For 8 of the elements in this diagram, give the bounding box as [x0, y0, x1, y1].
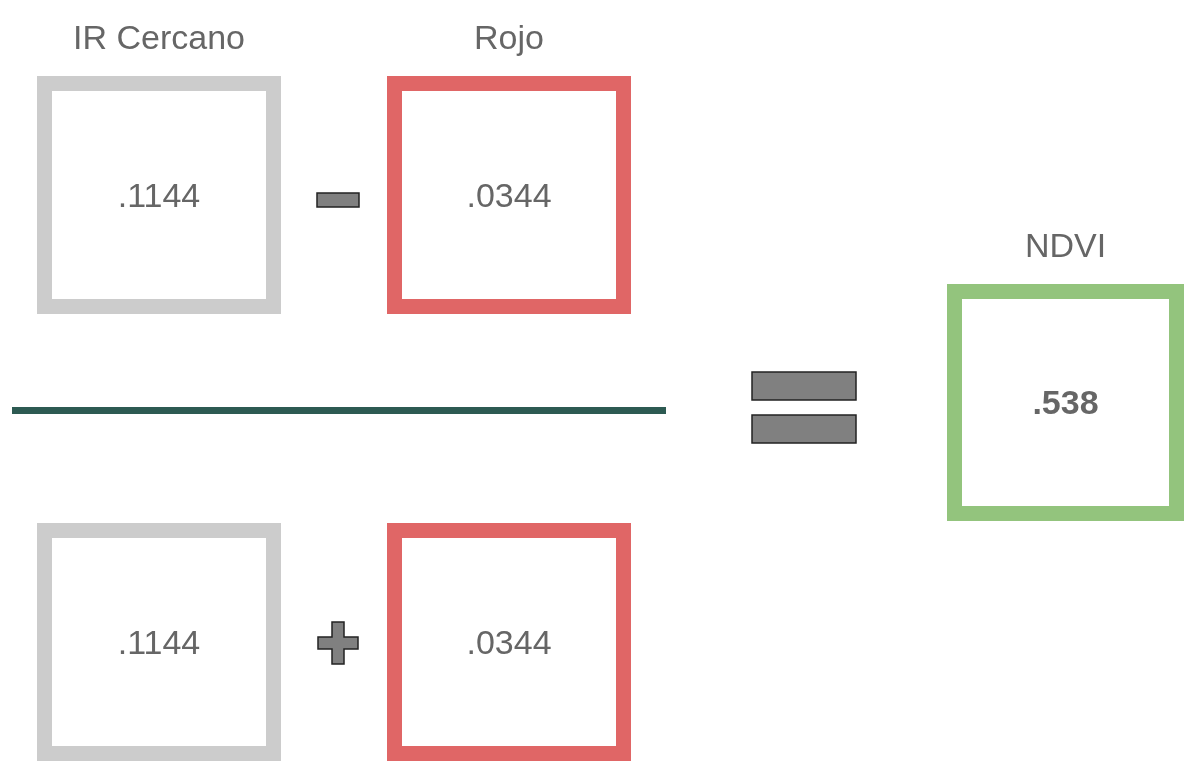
value-text: .1144: [117, 622, 201, 662]
band-heading: IR Cercano: [72, 18, 246, 57]
value-text: .0344: [466, 622, 552, 662]
band-heading: NDVI: [1023, 226, 1108, 265]
value-text: .1144: [117, 175, 201, 215]
value-text: .538: [1032, 383, 1099, 422]
value-text: .0344: [466, 175, 552, 215]
band-heading: Rojo: [473, 18, 545, 57]
